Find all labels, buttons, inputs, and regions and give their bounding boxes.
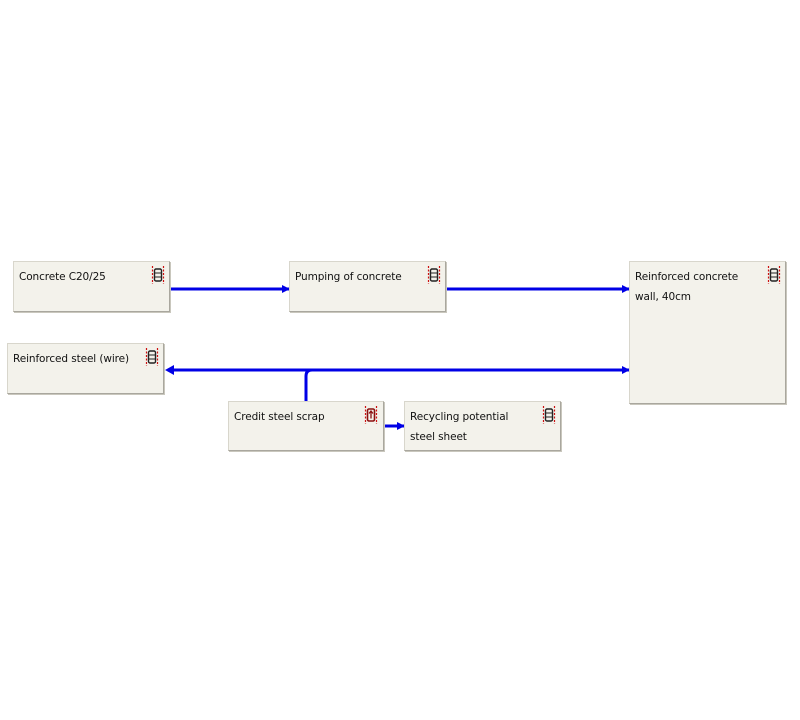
process-plan-icon — [427, 266, 441, 284]
process-plan-icon — [151, 266, 165, 284]
process-node-steel[interactable]: Reinforced steel (wire) — [7, 343, 164, 394]
process-node-wall[interactable]: Reinforced concrete wall, 40cm — [629, 261, 786, 404]
node-label: Credit steel scrap — [234, 411, 325, 423]
node-label: Reinforced steel (wire) — [13, 353, 130, 365]
process-node-recycling[interactable]: Recycling potential steel sheet — [404, 401, 561, 451]
flow-arrowhead-into-steel — [165, 365, 174, 375]
process-plan-icon — [145, 348, 159, 366]
process-plan-icon — [542, 406, 556, 424]
credit-process-icon — [364, 406, 378, 424]
process-node-pumping[interactable]: Pumping of concrete — [289, 261, 446, 312]
process-plan-icon — [767, 266, 781, 284]
process-node-concrete[interactable]: Concrete C20/25 — [13, 261, 170, 312]
process-node-credit[interactable]: Credit steel scrap — [228, 401, 384, 451]
node-label: Reinforced concrete wall, 40cm — [635, 271, 739, 303]
node-label: Pumping of concrete — [295, 271, 402, 283]
node-label: Recycling potential steel sheet — [410, 411, 509, 443]
node-label: Concrete C20/25 — [19, 271, 106, 283]
flow-arrow-credit-branch[interactable] — [304, 368, 313, 401]
